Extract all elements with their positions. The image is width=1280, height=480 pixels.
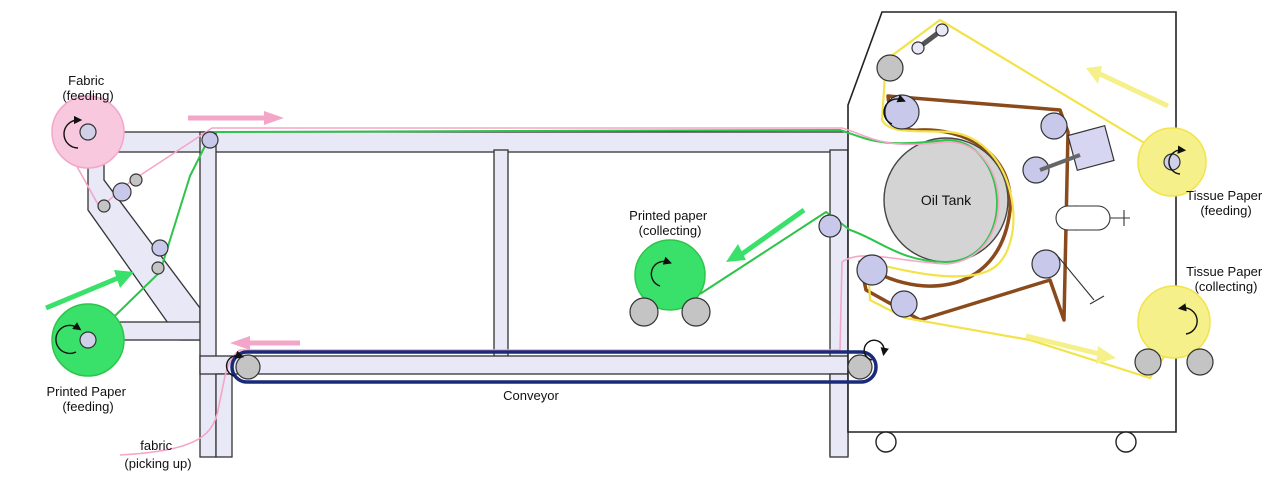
- printed-paper-path: [89, 128, 998, 341]
- label-printed-paper-feeding: Printed Paper (feeding): [46, 384, 129, 414]
- wheel-icon: [875, 431, 897, 453]
- wheel-icon: [1115, 431, 1137, 453]
- label-tissue-paper-collecting: Tissue Paper (collecting): [1186, 264, 1266, 294]
- conveyor-belt: [230, 350, 878, 384]
- support-rollers: [97, 54, 1214, 376]
- label-conveyor: Conveyor: [503, 388, 559, 403]
- tissue-path: [866, 18, 1179, 380]
- label-printed-paper-collecting: Printed paper (collecting): [629, 208, 711, 238]
- label-oil-tank: Oil Tank: [921, 192, 972, 208]
- side-piston: [1055, 205, 1130, 305]
- machine-wheels: [875, 431, 1137, 453]
- tissue-collecting-roll: [1137, 285, 1211, 359]
- tension-arm: [911, 23, 949, 55]
- fabric-path: [59, 127, 1000, 456]
- label-tissue-paper-feeding: Tissue Paper (feeding): [1186, 188, 1266, 218]
- label-fabric-picking-up: fabric (picking up): [124, 438, 191, 471]
- cylinder-actuator: [1039, 124, 1115, 172]
- rotation-arrow-icon: [55, 94, 1198, 377]
- conveyor-roller-left: [235, 354, 261, 380]
- machine-body: [847, 11, 1177, 433]
- printed-paper-collecting-roll: [634, 239, 706, 311]
- label-fabric-feeding: Fabric (feeding): [62, 73, 113, 103]
- direction-arrow-icon: [45, 66, 1170, 364]
- conveyor-roller-right: [847, 354, 873, 380]
- frame-structure: [87, 131, 851, 458]
